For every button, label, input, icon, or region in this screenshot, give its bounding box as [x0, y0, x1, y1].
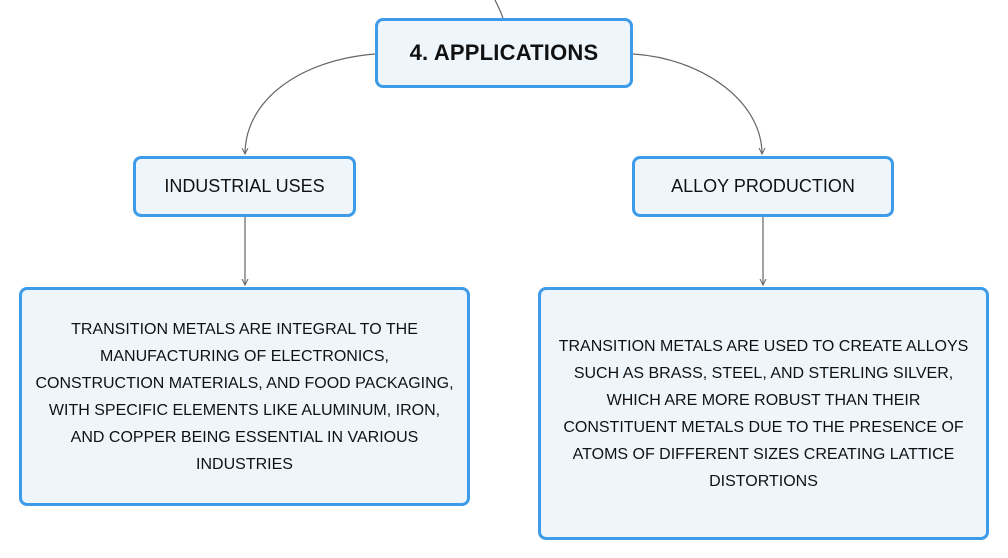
- industrial-uses-label: INDUSTRIAL USES: [164, 176, 325, 196]
- alloy-production-detail-text: TRANSITION METALS ARE USED TO CREATE ALL…: [558, 337, 969, 490]
- connector-root-to-alloy-production: [632, 53, 762, 154]
- industrial-uses-detail-node[interactable]: TRANSITION METALS ARE INTEGRAL TO THE MA…: [19, 287, 470, 506]
- root-topic-label: 4. APPLICATIONS: [409, 40, 599, 65]
- industrial-uses-detail-text: TRANSITION METALS ARE INTEGRAL TO THE MA…: [35, 320, 454, 473]
- alloy-production-label: ALLOY PRODUCTION: [671, 176, 855, 196]
- root-topic-node[interactable]: 4. APPLICATIONS: [375, 18, 633, 88]
- alloy-production-node[interactable]: ALLOY PRODUCTION: [632, 156, 894, 217]
- parent-connector: [494, 0, 504, 19]
- industrial-uses-node[interactable]: INDUSTRIAL USES: [133, 156, 356, 217]
- alloy-production-detail-node[interactable]: TRANSITION METALS ARE USED TO CREATE ALL…: [538, 287, 989, 540]
- connector-root-to-industrial-uses: [245, 53, 376, 154]
